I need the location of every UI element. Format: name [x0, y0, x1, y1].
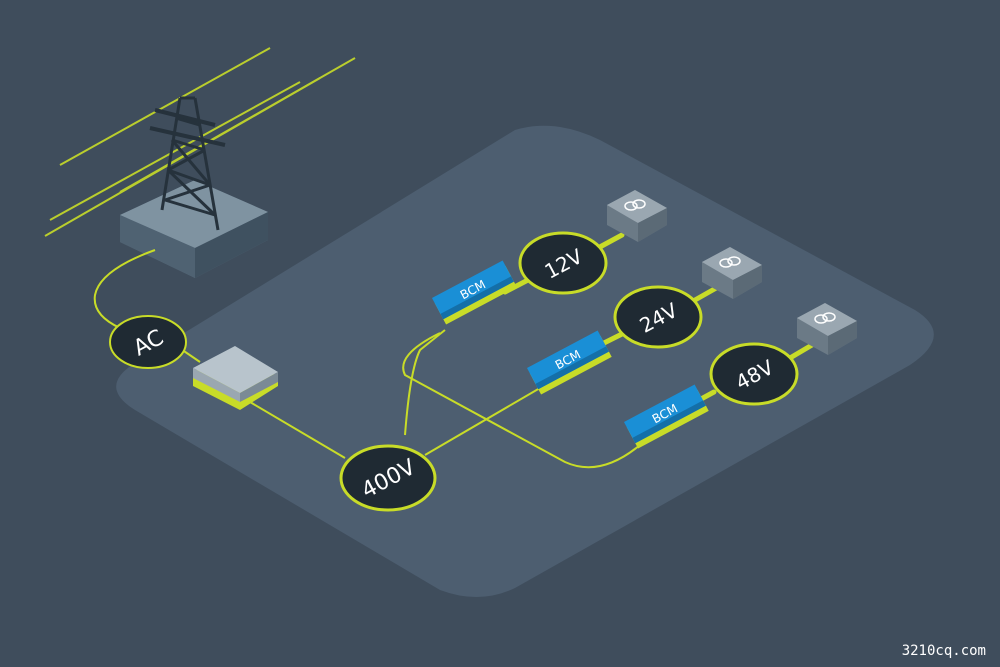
transformer-symbol-icon [814, 312, 836, 324]
node-ac: AC [109, 315, 187, 369]
branch-wires [502, 232, 815, 408]
transformer-symbol-icon [624, 199, 646, 211]
rectifier-box [193, 346, 278, 410]
node-48v: 48V [709, 342, 799, 406]
bcm-module-12v: BCM [432, 260, 517, 325]
node-400v: 400V [339, 444, 437, 512]
node-12v: 12V [518, 231, 608, 295]
load-box-24v [702, 247, 762, 299]
power-pylon-icon [149, 96, 226, 231]
bcm-module-48v: BCM [624, 384, 709, 449]
platform [116, 125, 934, 598]
node-24v: 24V [613, 285, 703, 349]
load-box-12v [607, 190, 667, 242]
load-box-48v [797, 303, 857, 355]
pylon-base [120, 180, 268, 278]
power-lines [44, 47, 356, 237]
transformer-symbol-icon [719, 256, 741, 268]
wiring [93, 249, 641, 469]
bcm-module-24v: BCM [527, 330, 612, 395]
watermark: 3210cq.com [901, 643, 986, 659]
